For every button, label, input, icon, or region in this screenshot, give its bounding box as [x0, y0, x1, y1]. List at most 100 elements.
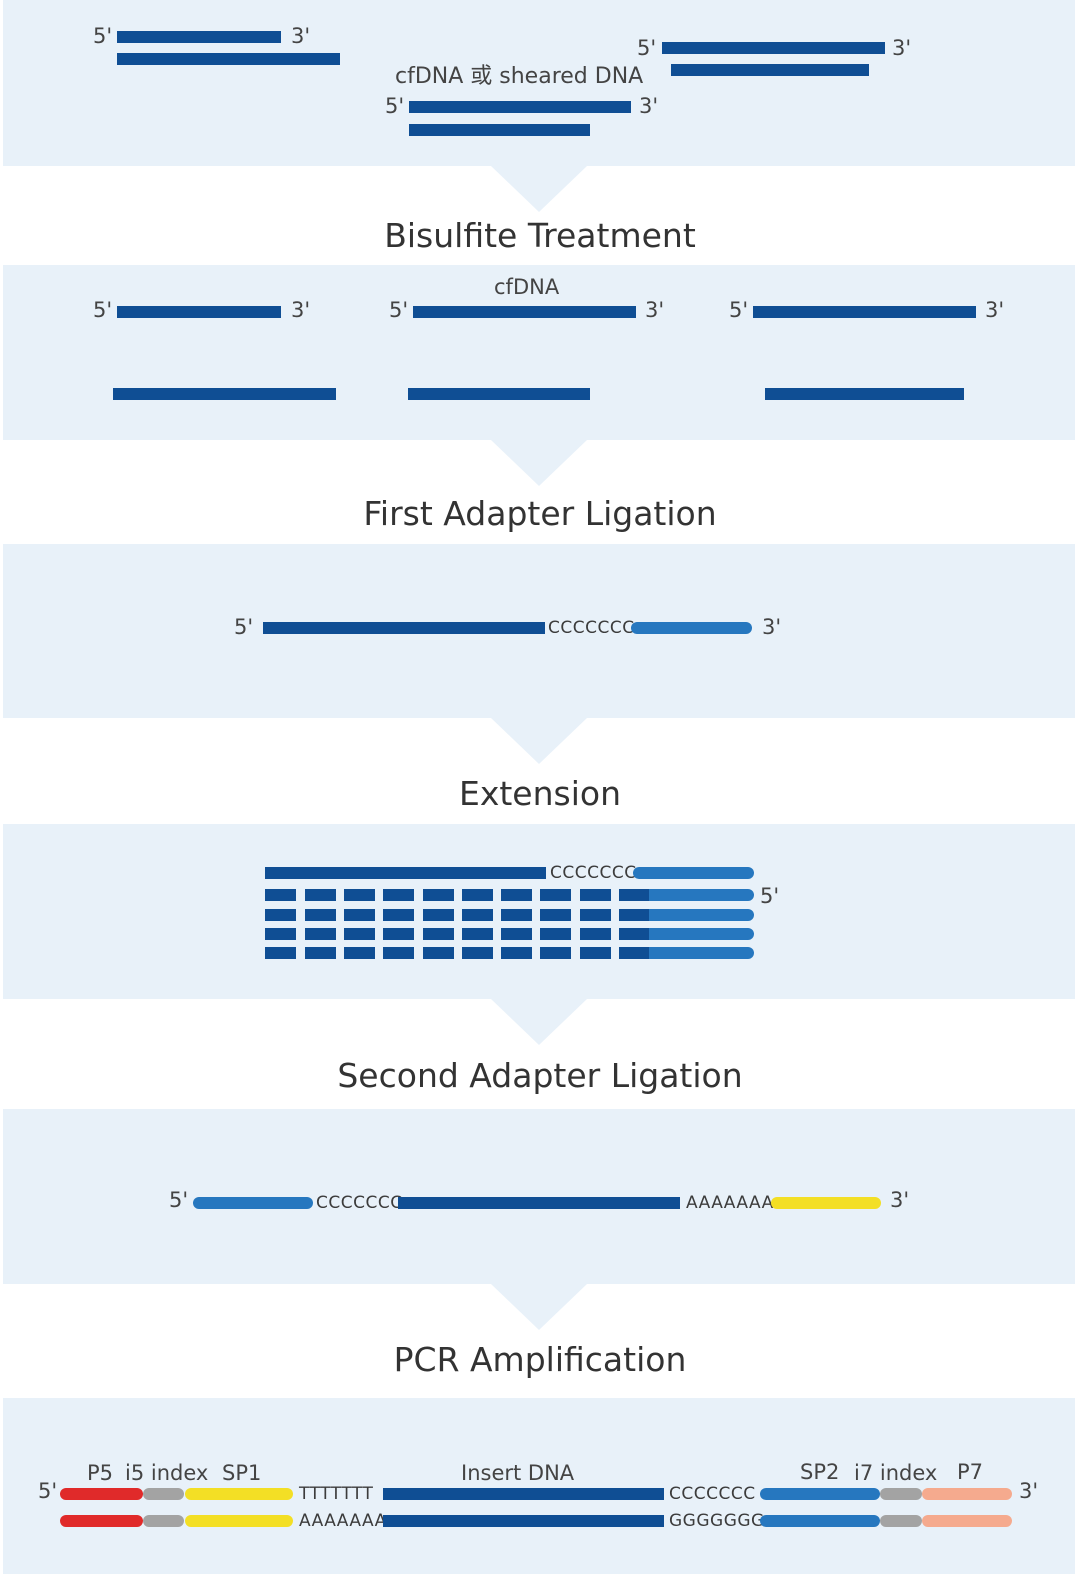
dna-strand [408, 388, 590, 400]
extension-fragment [501, 928, 532, 940]
five-prime-label: 5' [760, 884, 780, 908]
three-prime-label: 3' [645, 298, 665, 322]
dna-strand [662, 42, 885, 54]
extension-fragment [344, 928, 375, 940]
dna-strand [265, 867, 546, 879]
extension-fragment [383, 909, 414, 921]
extension-fragment [344, 909, 375, 921]
dna-strand [117, 31, 281, 43]
sp2-segment [760, 1488, 880, 1500]
dna-strand [113, 388, 336, 400]
poly-c-tail: CCCCCCC [550, 863, 637, 883]
extension-fragment [305, 928, 336, 940]
five-prime-label: 5' [38, 1479, 58, 1503]
extension-fragment [423, 947, 454, 959]
extension-fragment [383, 928, 414, 940]
i7-index-label: i7 index [854, 1461, 938, 1485]
poly-c-tail: CCCCCCC [548, 618, 635, 638]
insert-dna-segment [383, 1488, 664, 1500]
extension-fragment [540, 947, 571, 959]
three-prime-label: 3' [985, 298, 1005, 322]
adapter-segment [649, 909, 754, 921]
extension-fragment [619, 947, 651, 959]
adapter-segment [649, 889, 754, 901]
step-title-pcr: PCR Amplification [393, 1340, 687, 1379]
extension-fragment [344, 947, 375, 959]
extension-fragment [580, 889, 611, 901]
i5-index-segment [143, 1515, 184, 1527]
dna-strand [671, 64, 869, 76]
dna-strand [117, 306, 281, 318]
three-prime-label: 3' [890, 1188, 910, 1212]
p7-label: P7 [957, 1460, 984, 1484]
extension-fragment [540, 928, 571, 940]
dna-strand [409, 101, 631, 113]
five-prime-label: 5' [234, 615, 254, 639]
extension-fragment [383, 889, 414, 901]
extension-fragment [501, 947, 532, 959]
extension-fragment [462, 928, 493, 940]
three-prime-label: 3' [291, 298, 311, 322]
panel-input-dna [3, 0, 1075, 166]
extension-fragment [619, 928, 651, 940]
extension-fragment [265, 909, 296, 921]
extension-fragment [501, 889, 532, 901]
adapter-segment [649, 947, 754, 959]
panel-bisulfite [3, 265, 1075, 440]
extension-fragment [580, 909, 611, 921]
extension-fragment [462, 889, 493, 901]
extension-fragment [619, 909, 651, 921]
step-title-second-adapter: Second Adapter Ligation [337, 1056, 743, 1095]
panel-second-adapter [3, 1109, 1075, 1284]
extension-fragment [501, 909, 532, 921]
panel-extension [3, 824, 1075, 999]
adapter-segment [771, 1197, 881, 1209]
panel-pcr [3, 1398, 1075, 1574]
extension-fragment [580, 947, 611, 959]
dna-strand [413, 306, 636, 318]
adapter-segment [649, 928, 754, 940]
three-prime-label: 3' [892, 36, 912, 60]
sp1-segment [185, 1515, 293, 1527]
adapter-segment [193, 1197, 313, 1209]
sp2-segment [760, 1515, 880, 1527]
extension-fragment [383, 947, 414, 959]
step-title-extension: Extension [458, 774, 621, 813]
extension-fragment [619, 889, 651, 901]
extension-fragment [265, 889, 296, 901]
sp1-label: SP1 [222, 1461, 262, 1485]
step-arrow [491, 718, 587, 764]
i7-index-segment [880, 1488, 922, 1500]
extension-fragment [344, 889, 375, 901]
five-prime-label: 5' [93, 298, 113, 322]
extension-fragment [580, 928, 611, 940]
poly-a-tail: AAAAAAA [299, 1511, 387, 1531]
adapter-segment [631, 622, 752, 634]
extension-fragment [423, 928, 454, 940]
extension-fragment [305, 947, 336, 959]
insert-dna-label: Insert DNA [461, 1461, 575, 1485]
extension-fragment [305, 909, 336, 921]
extension-fragment [423, 909, 454, 921]
p7-segment [922, 1515, 1012, 1527]
step-title-first-adapter: First Adapter Ligation [363, 494, 717, 533]
input-dna-label: cfDNA 或 sheared DNA [395, 64, 644, 89]
cfdna-label: cfDNA [494, 275, 560, 299]
adapter-segment [633, 867, 754, 879]
dna-strand [117, 53, 340, 65]
five-prime-label: 5' [637, 36, 657, 60]
five-prime-label: 5' [169, 1188, 189, 1212]
sp1-segment [185, 1488, 293, 1500]
extension-fragment [540, 909, 571, 921]
extension-fragment [462, 947, 493, 959]
step-arrow [491, 166, 587, 212]
sp2-label: SP2 [800, 1460, 840, 1484]
five-prime-label: 5' [389, 298, 409, 322]
poly-g-tail: GGGGGGG [669, 1511, 765, 1531]
three-prime-label: 3' [1019, 1479, 1039, 1503]
step-arrow [491, 440, 587, 486]
step-arrow [491, 1284, 587, 1330]
dna-strand [263, 622, 545, 634]
poly-c-tail: CCCCCCC [316, 1193, 403, 1213]
three-prime-label: 3' [639, 94, 659, 118]
